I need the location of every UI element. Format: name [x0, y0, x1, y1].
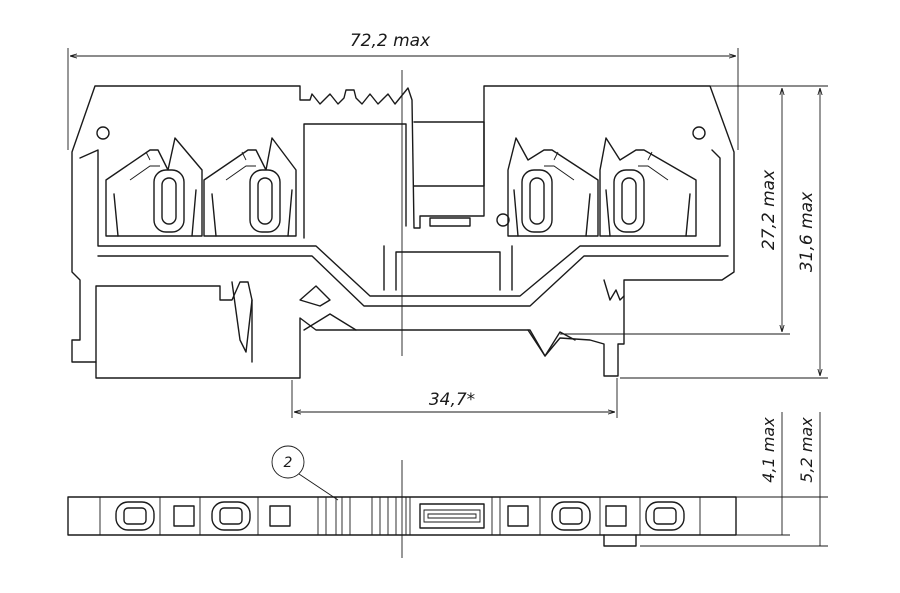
opening-2: [211, 501, 251, 531]
window-4: [605, 505, 627, 527]
callout-label: 2: [284, 455, 293, 471]
inner-contour: [79, 149, 721, 297]
opening-2-inner: [219, 507, 243, 525]
marker-slot: [429, 217, 471, 227]
height-total-label: 31,6 max: [797, 191, 817, 272]
spring-clamp-2: [203, 137, 297, 237]
top-view: [67, 460, 737, 558]
center-pocket: [383, 245, 513, 291]
rail-latch: [231, 281, 253, 353]
hook-right: [527, 279, 625, 357]
top-marker-slot: [419, 503, 485, 529]
hole-left: [96, 126, 110, 140]
height-inner-label: 27,2 max: [759, 169, 779, 250]
thickness-large-label: 5,2 max: [797, 417, 816, 483]
callout-2: 2: [271, 445, 339, 501]
spring-clamp-3: [507, 137, 599, 237]
center-slot: [303, 121, 485, 239]
dimension-overall-width: 72,2 max: [67, 31, 739, 150]
spring-clamp-4: [599, 137, 697, 237]
thickness-small-label: 4,1 max: [759, 417, 778, 483]
rail-foot-left: [95, 281, 253, 363]
window-3: [507, 505, 529, 527]
opening-4: [645, 501, 685, 531]
opening-4-inner: [653, 507, 677, 525]
spring-clamp-1: [105, 137, 203, 237]
opening-3: [551, 501, 591, 531]
opening-1: [115, 501, 155, 531]
dimension-height-total: 31,6 max: [620, 85, 828, 379]
dimension-rail-width: 34,7*: [291, 378, 618, 418]
window-1: [173, 505, 195, 527]
rail-width-label: 34,7*: [429, 390, 475, 410]
window-2: [269, 505, 291, 527]
hole-center: [496, 213, 510, 227]
hook-left: [299, 285, 357, 331]
dimension-thickness-large: 5,2 max: [640, 412, 828, 547]
hole-right: [692, 126, 706, 140]
opening-3-inner: [559, 507, 583, 525]
housing-outline: [71, 85, 735, 379]
top-view-dividers: [99, 497, 701, 535]
dimension-thickness-small: 4,1 max: [736, 412, 790, 536]
front-view: [71, 70, 735, 379]
opening-1-inner: [123, 507, 147, 525]
dimension-height-inner: 27,2 max: [560, 85, 790, 335]
top-latch-tab: [603, 534, 637, 547]
overall-width-label: 72,2 max: [350, 31, 431, 51]
inner-contour-2: [97, 255, 729, 307]
